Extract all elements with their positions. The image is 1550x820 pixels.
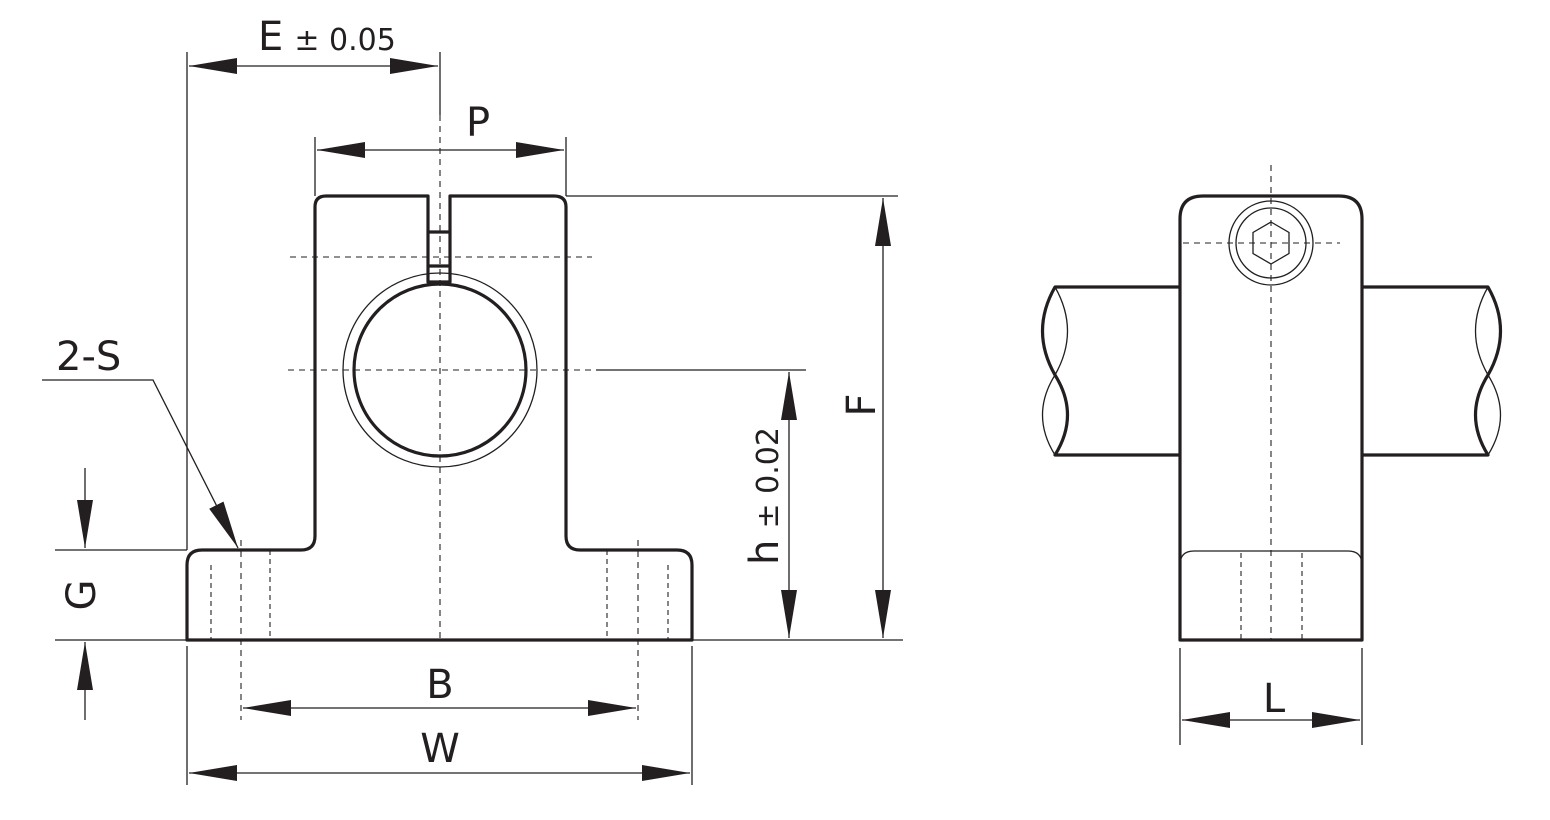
dimension-h: h ± 0.02 [596,369,806,638]
dim-g-label: G [59,580,105,611]
svg-text:h ± 0.02: h ± 0.02 [742,427,788,565]
hex-socket-icon [1252,221,1290,265]
front-view [185,115,694,720]
shaft-left-break [1041,286,1069,456]
screw-head-outer [1228,200,1314,286]
shaft-right [1362,285,1503,457]
dim-e-tolerance: ± 0.05 [294,23,395,58]
shaft-left [1040,285,1180,457]
dimension-g: G [55,468,187,720]
dimension-e: E ± 0.05 [186,14,441,550]
dim-l-label: L [1263,676,1286,722]
dimension-p: P [314,100,567,196]
shaft-right-break [1474,286,1502,456]
dimension-w: W [186,646,693,785]
screw-head-inner [1235,207,1307,279]
leader-2-s: 2-S [42,334,239,549]
dim-h-tolerance: ± 0.02 [751,427,786,528]
side-body-outline [1178,194,1364,642]
dim-s-label: 2-S [56,334,121,380]
dim-f-label: F [839,393,885,416]
svg-text:E ± 0.05: E ± 0.05 [258,14,396,60]
dim-h-letter: h [742,540,788,565]
dim-b-label: B [426,662,453,708]
dim-e-letter: E [258,14,283,60]
side-view [1040,165,1503,642]
dimension-f: F [566,195,903,641]
dimension-l: L [1179,648,1363,745]
front-body-outline [185,194,694,642]
dim-w-label: W [420,726,460,772]
dim-p-label: P [466,100,490,146]
dimension-b: B [243,662,636,716]
